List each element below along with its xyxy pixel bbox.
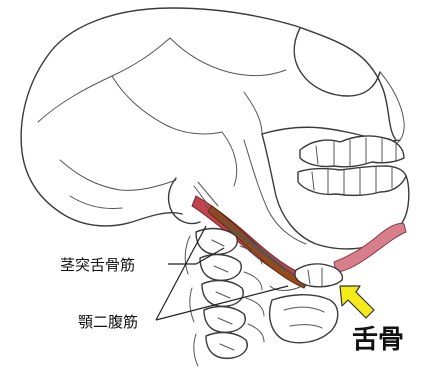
hyoid-label: 舌骨 [352, 325, 404, 355]
stylohyoid-label: 茎突舌骨筋 [60, 256, 135, 274]
cranial-suture-5 [60, 160, 176, 190]
cranium-back [21, 58, 182, 226]
cranial-suture-4 [222, 92, 262, 186]
upper-teeth [300, 136, 404, 167]
cranial-suture-1 [38, 38, 170, 122]
hyoid-bone [295, 264, 342, 287]
cranial-suture-6 [70, 196, 122, 209]
digastric-anterior-belly [334, 223, 406, 272]
lower-teeth [298, 166, 406, 195]
hyoid-arrow-icon [340, 286, 374, 318]
cranium-outline [46, 8, 396, 140]
digastric-leader-1 [156, 226, 206, 320]
cranial-suture-3 [170, 38, 286, 76]
digastric-label: 顎二腹筋 [78, 313, 138, 331]
larynx [270, 295, 338, 343]
cranial-suture-2 [112, 76, 222, 134]
